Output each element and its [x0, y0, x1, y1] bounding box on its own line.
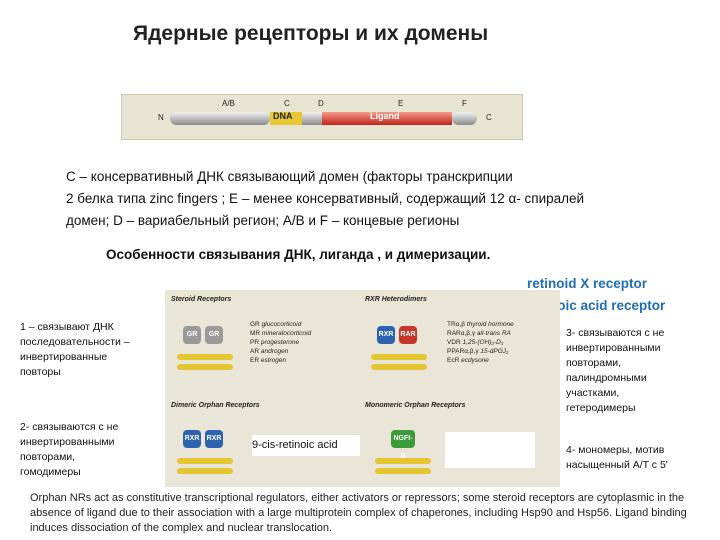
- gr-receptor-right: GR: [205, 326, 223, 344]
- rxr-homodimer-right: RXR: [205, 430, 223, 448]
- list-item: EcR ecdysone: [447, 357, 489, 364]
- label-f: F: [462, 99, 467, 108]
- rxr-title: RXR Heterodimers: [365, 296, 427, 303]
- note-1: 1 – связывают ДНК последовательности – и…: [20, 321, 130, 378]
- steroid-title: Steroid Receptors: [171, 296, 232, 303]
- steroid-list: GR glucocorticoid MR mineralocorticoid P…: [250, 320, 311, 365]
- footer-text: Orphan NRs act as constitutive transcrip…: [30, 492, 687, 534]
- list-item: TRα,β thyroid hormone: [447, 321, 514, 328]
- dna-strand: [371, 364, 427, 370]
- list-item: PPARα,β,γ 15-dPGJ₂: [447, 348, 509, 355]
- dna-label: DNA: [273, 111, 293, 121]
- n-terminus: N: [158, 113, 164, 122]
- gr-receptor-left: GR: [183, 326, 201, 344]
- label-d: D: [318, 99, 324, 108]
- dna-strand: [177, 364, 233, 370]
- page-title: Ядерные рецепторы и их домены: [133, 22, 489, 45]
- ngfi-b-receptor: NGFI-B: [391, 430, 415, 460]
- description-line: 2 белка типа zinc fingers ; E – менее ко…: [66, 191, 585, 206]
- list-item: PR progesterone: [250, 339, 300, 346]
- description: С – консервативный ДНК связывающий домен…: [66, 166, 706, 232]
- list-item: GR glucocorticoid: [250, 321, 302, 328]
- rar-label: retinoic acid receptor: [528, 298, 666, 313]
- d-domain: [302, 112, 322, 125]
- rxr-label: retinoid X receptor: [527, 276, 648, 291]
- cis-retinoic-label: 9-cis-retinoic acid: [252, 435, 360, 456]
- label-e: E: [398, 99, 404, 108]
- subtitle: Особенности связывания ДНК, лиганда , и …: [106, 247, 491, 262]
- rxr-receptor: RXR: [377, 326, 395, 344]
- dna-strand: [177, 468, 233, 474]
- note-3: 3- связываются с не инвертированными пов…: [566, 327, 665, 414]
- list-item: AR androgen: [250, 348, 289, 355]
- rxr-list: TRα,β thyroid hormone RARα,β,γ all-trans…: [447, 320, 514, 365]
- monomeric-title: Monomeric Orphan Receptors: [365, 402, 466, 409]
- dna-strand: [371, 354, 427, 360]
- ab-domain: [170, 112, 270, 125]
- list-item: ER estrogen: [250, 357, 287, 364]
- dimeric-title: Dimeric Orphan Receptors: [171, 402, 260, 409]
- dna-strand: [375, 458, 431, 464]
- domain-bar-figure: A/B C D E F N C DNA Ligand: [121, 94, 523, 140]
- f-domain: [452, 112, 477, 125]
- note-4: 4- мономеры, мотив насыщенный A/T с 5': [566, 444, 668, 471]
- label-ab: A/B: [222, 99, 235, 108]
- dna-strand: [177, 458, 233, 464]
- ligand-domain: [322, 112, 452, 125]
- dna-domain: [270, 112, 302, 125]
- c-terminus: C: [486, 113, 492, 122]
- ligand-label: Ligand: [370, 111, 400, 121]
- list-item: VDR 1,25-(OH)₂-D₃: [447, 339, 504, 346]
- dna-strand: [375, 468, 431, 474]
- list-item: MR mineralocorticoid: [250, 330, 312, 337]
- white-box: [445, 432, 535, 468]
- rar-receptor: RAR: [399, 326, 417, 344]
- dna-strand: [177, 354, 233, 360]
- list-item: RARα,β,γ all-trans RA: [447, 330, 511, 337]
- receptor-diagram: Steroid Receptors RXR Heterodimers Dimer…: [165, 290, 560, 487]
- description-line: домен; D – вариабельный регион; A/B и F …: [66, 213, 460, 228]
- description-line: С – консервативный ДНК связывающий домен…: [66, 169, 513, 184]
- note-2: 2- связываются с не инвертированными пов…: [20, 421, 119, 478]
- label-c: C: [284, 99, 290, 108]
- rxr-homodimer-left: RXR: [183, 430, 201, 448]
